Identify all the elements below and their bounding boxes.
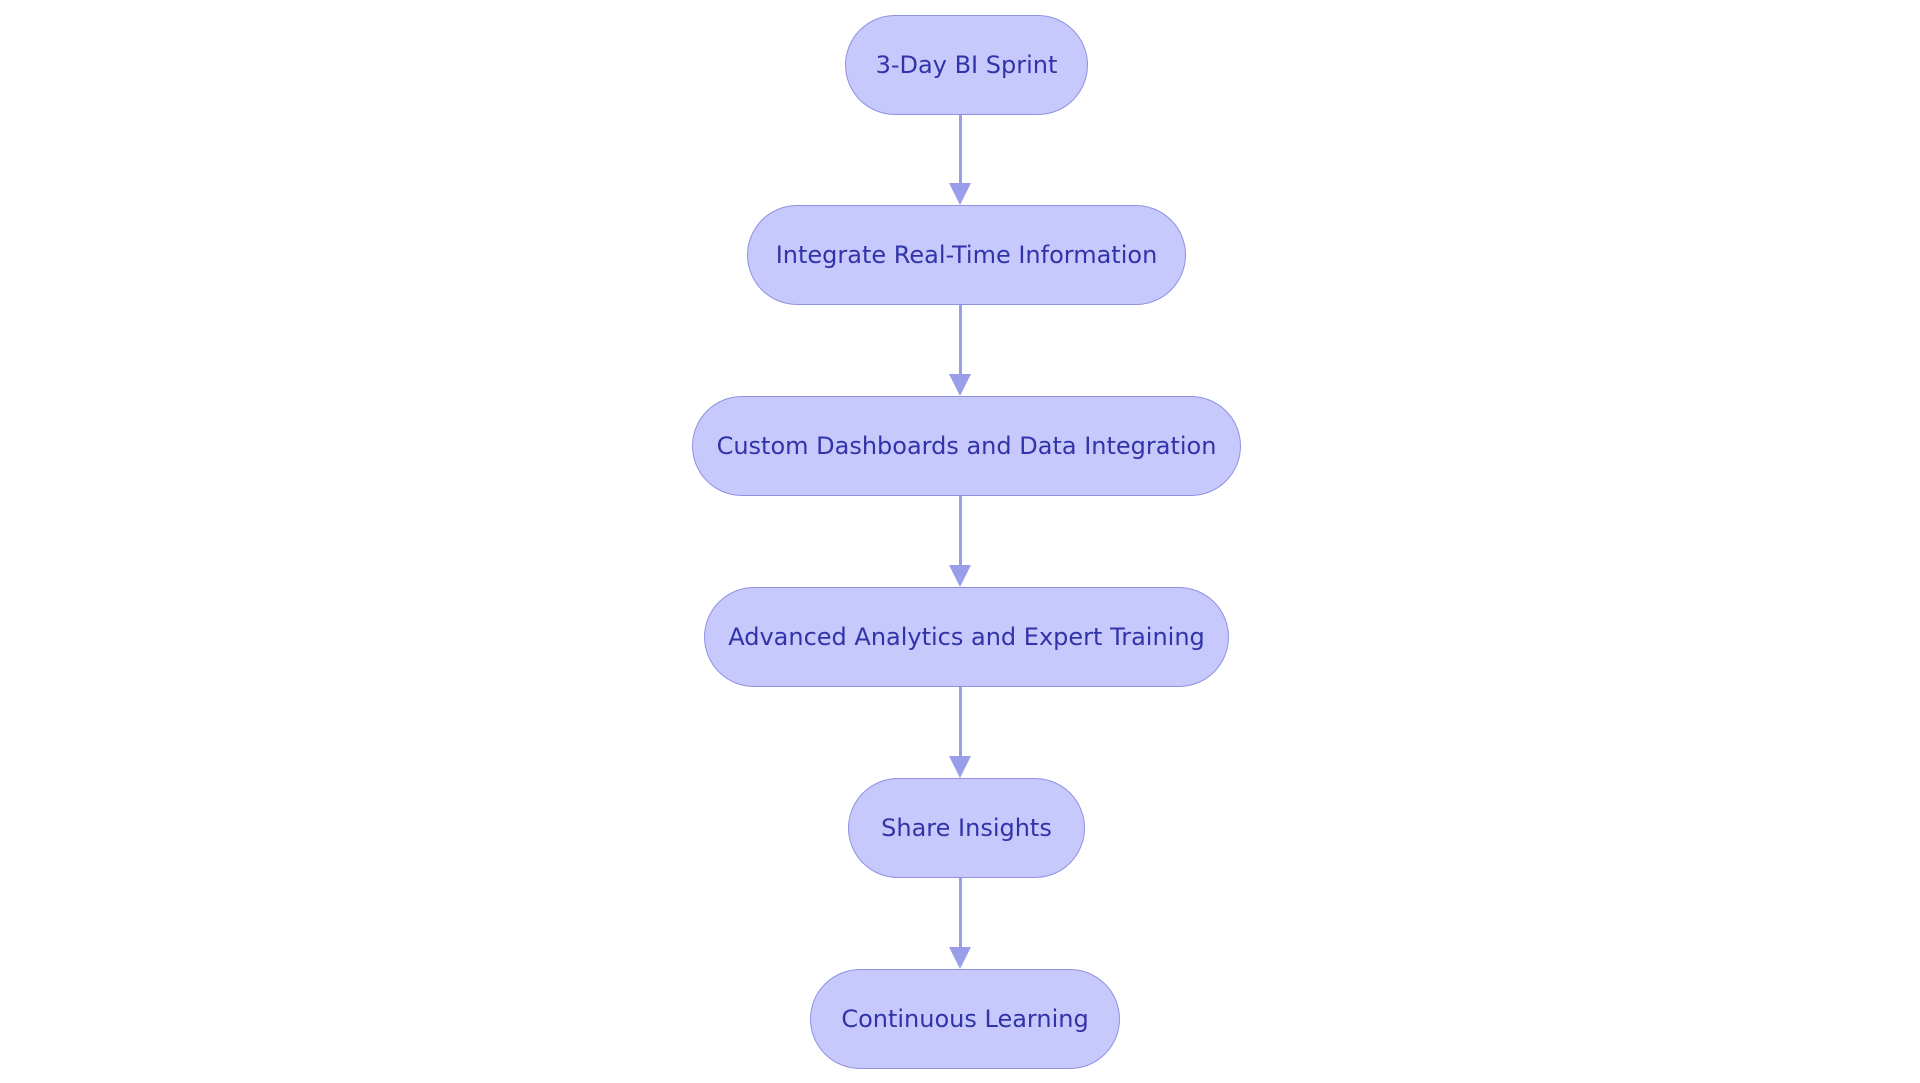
arrowhead-icon — [949, 947, 971, 969]
arrow-2-to-3 — [949, 305, 971, 396]
node-custom-dashboards-and-data-integration: Custom Dashboards and Data Integration — [692, 396, 1241, 496]
arrowhead-icon — [949, 374, 971, 396]
arrowhead-icon — [949, 183, 971, 205]
node-share-insights: Share Insights — [848, 778, 1085, 878]
node-advanced-analytics-and-expert-training: Advanced Analytics and Expert Training — [704, 587, 1229, 687]
arrowhead-icon — [949, 565, 971, 587]
arrow-line — [959, 305, 962, 376]
arrow-line — [959, 687, 962, 758]
arrow-line — [959, 496, 962, 567]
node-label: Integrate Real-Time Information — [775, 241, 1158, 269]
node-label: Advanced Analytics and Expert Training — [728, 623, 1205, 651]
node-label: 3-Day BI Sprint — [875, 51, 1058, 79]
node-continuous-learning: Continuous Learning — [810, 969, 1120, 1069]
node-3-day-bi-sprint: 3-Day BI Sprint — [845, 15, 1088, 115]
node-label: Continuous Learning — [841, 1005, 1089, 1033]
arrow-line — [959, 878, 962, 949]
arrow-5-to-6 — [949, 878, 971, 969]
node-integrate-real-time-information: Integrate Real-Time Information — [747, 205, 1186, 305]
arrowhead-icon — [949, 756, 971, 778]
arrow-line — [959, 115, 962, 185]
arrow-1-to-2 — [949, 115, 971, 205]
node-label: Custom Dashboards and Data Integration — [716, 432, 1217, 460]
node-label: Share Insights — [881, 814, 1052, 842]
arrow-4-to-5 — [949, 687, 971, 778]
arrow-3-to-4 — [949, 496, 971, 587]
